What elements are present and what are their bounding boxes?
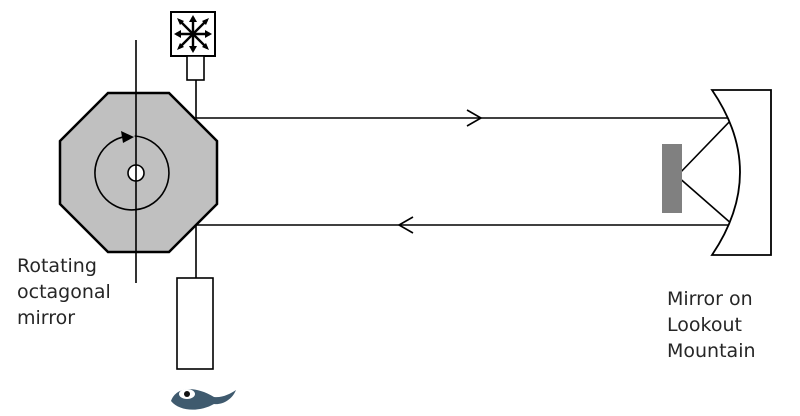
rotating-mirror-label-line: octagonal <box>17 281 111 303</box>
light-source-starburst-icon <box>170 11 216 57</box>
rotating-mirror-label-line: Rotating <box>17 255 97 277</box>
rotation-arrowhead <box>121 131 134 143</box>
lookout-mountain-mirror <box>710 89 772 256</box>
far-mirror-label-line: Mirror on <box>667 288 753 310</box>
eye-observer-icon <box>171 389 236 410</box>
focus-line-lower <box>676 175 734 226</box>
far-mirror-label: Mirror on Lookout Mountain <box>667 286 756 364</box>
rotating-octagonal-mirror <box>58 40 219 283</box>
eyepiece-tube <box>176 277 214 370</box>
rotating-mirror-label-line: mirror <box>17 307 76 329</box>
rotating-mirror-label: Rotating octagonal mirror <box>17 253 111 331</box>
light-beams <box>195 80 734 278</box>
outgoing-beam-arrow-icon <box>466 109 483 127</box>
return-beam-arrow-icon <box>397 216 414 234</box>
secondary-mirror-block <box>662 144 682 213</box>
light-source-housing <box>186 55 205 81</box>
focus-line-upper <box>676 117 734 177</box>
far-mirror-label-line: Mountain <box>667 340 756 362</box>
far-mirror-label-line: Lookout <box>667 314 742 336</box>
